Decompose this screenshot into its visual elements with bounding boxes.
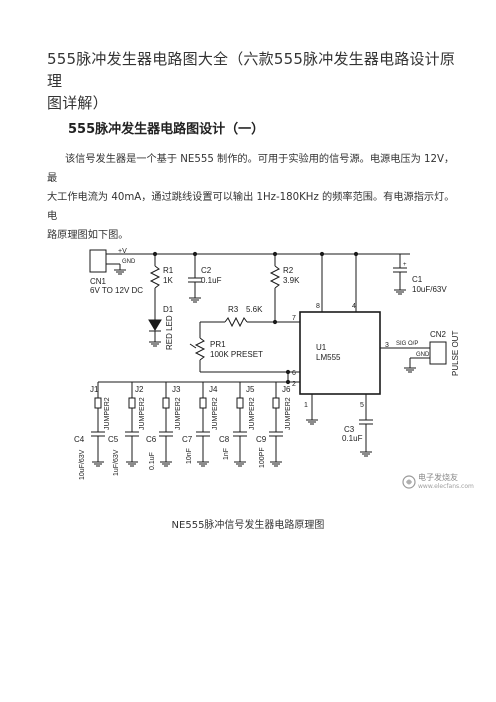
svg-text:+: + xyxy=(403,262,407,268)
cn2-sig-label: SIG O/P xyxy=(396,341,418,347)
j1-ref: J1 xyxy=(90,385,99,394)
c2-ref: C2 xyxy=(201,266,212,275)
jumper-column-1: J1 JUMPER2 C4 10uF/63V xyxy=(74,381,122,480)
cn1-value: 6V TO 12V DC xyxy=(90,286,143,295)
j6-name: JUMPER2 xyxy=(285,397,292,430)
u1-value: LM555 xyxy=(316,353,341,362)
jumper-column-4: J4 JUMPER2 C7 10nF xyxy=(182,382,219,467)
j4-jumper xyxy=(199,397,207,409)
j5-name: JUMPER2 xyxy=(249,397,256,430)
cn2-label: PULSE OUT xyxy=(451,331,460,376)
document-title: 555脉冲发生器电路图大全（六款555脉冲发生器电路设计原理 图详解） xyxy=(47,48,457,114)
c8-value: 1nF xyxy=(223,448,230,460)
u1-pin-2: 2 xyxy=(292,381,296,388)
u1-pin-3: 3 xyxy=(385,342,389,349)
r3-ref: R3 xyxy=(228,305,239,314)
jumper-column-2: J2 JUMPER2 C5 1uF/63V xyxy=(108,382,146,476)
u1-ic xyxy=(299,311,381,395)
u1-pin-7: 7 xyxy=(292,315,296,322)
c2-value: 0.1uF xyxy=(201,276,222,285)
c6-value: 0.1uF xyxy=(149,452,156,470)
d1-ref: D1 xyxy=(163,305,174,314)
c6-ref: C6 xyxy=(146,435,157,444)
u1-pin-5: 5 xyxy=(360,402,364,409)
j1-name: JUMPER2 xyxy=(104,397,111,430)
section-heading: 555脉冲发生器电路图设计（一） xyxy=(68,122,265,137)
r3-value: 5.6K xyxy=(246,305,263,314)
cn1-ref: CN1 xyxy=(90,277,107,286)
title-line-1: 555脉冲发生器电路图大全（六款555脉冲发生器电路设计原理 xyxy=(47,50,456,90)
j3-name: JUMPER2 xyxy=(175,397,182,430)
c3-value: 0.1uF xyxy=(342,434,363,443)
u1-pin-6: 6 xyxy=(292,370,296,377)
title-line-2: 图详解） xyxy=(47,94,108,112)
u1-pin-8: 8 xyxy=(316,303,320,310)
pr1-ref: PR1 xyxy=(210,340,226,349)
c3-ref: C3 xyxy=(344,425,355,434)
c8-ref: C8 xyxy=(219,435,230,444)
j3-jumper xyxy=(162,397,170,409)
c1-ref: C1 xyxy=(412,275,423,284)
cn1-plus-label: +V xyxy=(118,248,127,255)
watermark-logo-icon xyxy=(402,475,416,489)
j2-jumper xyxy=(128,397,136,409)
j3-ref: J3 xyxy=(172,385,181,394)
j5-ref: J5 xyxy=(246,385,255,394)
intro-paragraph: 该信号发生器是一个基于 NE555 制作的。可用于实验用的信号源。电源电压为 1… xyxy=(47,150,459,245)
pr1-value: 100K PRESET xyxy=(210,350,263,359)
r2-resistor xyxy=(269,265,281,289)
r2-value: 3.9K xyxy=(283,276,300,285)
j2-name: JUMPER2 xyxy=(139,397,146,430)
r1-resistor xyxy=(149,265,161,289)
jumper-column-5: J5 JUMPER2 C8 1nF xyxy=(219,382,256,467)
watermark: 电子发烧友 www.elecfans.com xyxy=(402,472,474,494)
j1-jumper xyxy=(94,397,102,409)
r3-resistor xyxy=(224,316,248,328)
c4-value: 10uF/63V xyxy=(79,449,86,480)
j5-jumper xyxy=(236,397,244,409)
jumper-column-6: J6 JUMPER2 C9 100PF xyxy=(256,382,292,468)
watermark-url: www.elecfans.com xyxy=(418,483,474,490)
r2-ref: R2 xyxy=(283,266,294,275)
c9-ref: C9 xyxy=(256,435,267,444)
u1-pin-1: 1 xyxy=(304,402,308,409)
j6-jumper xyxy=(272,397,280,409)
c5-value: 1uF/63V xyxy=(113,449,120,476)
paragraph-line-3: 路原理图如下图。 xyxy=(47,230,129,241)
figure-caption: NE555脉冲信号发生器电路原理图 xyxy=(171,520,325,531)
j4-ref: J4 xyxy=(209,385,218,394)
c9-value: 100PF xyxy=(259,447,266,468)
c7-value: 10nF xyxy=(186,448,193,464)
c7-ref: C7 xyxy=(182,435,193,444)
u1-ref: U1 xyxy=(316,343,327,352)
j6-ref: J6 xyxy=(282,385,291,394)
cn2-gnd-label: GND xyxy=(416,352,430,358)
j2-ref: J2 xyxy=(135,385,144,394)
watermark-name: 电子发烧友 xyxy=(418,473,458,482)
r1-ref: R1 xyxy=(163,266,174,275)
u1-pin-4: 4 xyxy=(352,303,356,310)
cn1-gnd-label: GND xyxy=(122,259,136,265)
jumper-column-3: J3 JUMPER2 C6 0.1uF xyxy=(146,382,182,470)
cn2-connector xyxy=(429,341,447,365)
c4-ref: C4 xyxy=(74,435,85,444)
cn1-connector xyxy=(89,249,107,273)
pr1-preset xyxy=(194,337,206,361)
r1-value: 1K xyxy=(163,276,173,285)
c1-value: 10uF/63V xyxy=(412,285,447,294)
j4-name: JUMPER2 xyxy=(212,397,219,430)
c5-ref: C5 xyxy=(108,435,119,444)
cn2-ref: CN2 xyxy=(430,330,447,339)
paragraph-line-2: 大工作电流为 40mA，通过跳线设置可以输出 1Hz-180KHz 的频率范围。… xyxy=(47,192,455,222)
d1-value: RED LED xyxy=(165,315,174,350)
d1-led xyxy=(148,319,162,331)
paragraph-line-1: 该信号发生器是一个基于 NE555 制作的。可用于实验用的信号源。电源电压为 1… xyxy=(47,154,455,184)
circuit-schematic: +V GND CN1 6V TO 12V DC R1 1K D1 RED LED… xyxy=(74,248,460,480)
